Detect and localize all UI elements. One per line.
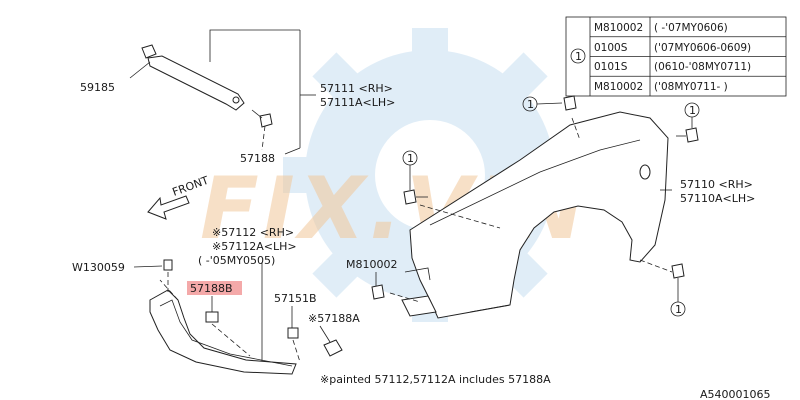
table-row-code: M810002 xyxy=(594,81,643,93)
part-57188a: ※57188A xyxy=(308,312,360,325)
table-row-range: ('07MY0606-0609) xyxy=(654,42,751,54)
mudguard-57112 xyxy=(149,259,343,375)
fender-57110 xyxy=(389,111,673,319)
part-m810002: M810002 xyxy=(346,258,397,271)
part-57111a: 57111A<LH> xyxy=(320,96,395,109)
table-row-range: (0610-'08MY0711) xyxy=(654,61,751,73)
table-row-range: ('08MY0711- ) xyxy=(654,81,728,93)
svg-text:1: 1 xyxy=(407,152,414,165)
svg-text:1: 1 xyxy=(689,104,696,117)
part-57112-range: ( -'05MY0505) xyxy=(198,254,275,267)
part-57111: 57111 <RH> xyxy=(320,82,393,95)
part-57151b: 57151B xyxy=(274,292,317,305)
table-row-range: ( -'07MY0606) xyxy=(654,22,728,34)
bracket-57111 xyxy=(141,29,316,155)
callout-1-c: 1 xyxy=(402,150,418,190)
callout-1-d: 1 xyxy=(670,278,686,317)
part-w130059: W130059 xyxy=(72,261,125,274)
part-57112: ※57112 <RH> xyxy=(212,226,294,239)
table-row-code: M810002 xyxy=(594,22,643,34)
part-57188-top: 57188 xyxy=(240,152,275,165)
footnote: ※painted 57112,57112A includes 57188A xyxy=(320,373,551,386)
table-row-code: 0101S xyxy=(594,61,628,73)
part-59185: 59185 xyxy=(80,81,115,94)
part-57188b-highlight xyxy=(187,281,242,295)
table-ref-callout: 1 xyxy=(575,50,582,63)
diagram-id: A540001065 xyxy=(700,388,771,400)
svg-text:1: 1 xyxy=(675,303,682,316)
part-57110: 57110 <RH> xyxy=(680,178,753,191)
table-row-code: 0100S xyxy=(594,42,628,54)
part-code-table: 1 M810002 ( -'07MY0606) 0100S ('07MY0606… xyxy=(565,16,787,97)
fender-bolts xyxy=(371,95,699,300)
callout-1-b: 1 xyxy=(684,102,700,128)
callout-1-a: 1 xyxy=(522,96,563,112)
part-57110a: 57110A<LH> xyxy=(680,192,755,205)
part-57112a: ※57112A<LH> xyxy=(212,240,297,253)
part-57188b: 57188B xyxy=(190,282,233,295)
svg-text:1: 1 xyxy=(527,98,534,111)
